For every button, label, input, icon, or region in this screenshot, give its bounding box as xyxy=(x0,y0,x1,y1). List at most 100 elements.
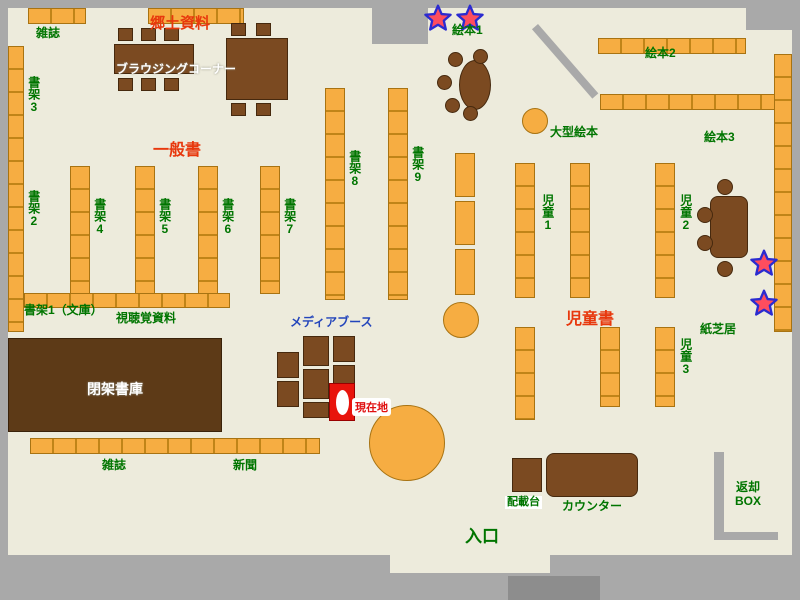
bookshelf-5 xyxy=(135,166,155,294)
label-local-materials: 郷土資料 xyxy=(150,15,211,32)
label-shelf4: 書架4 xyxy=(92,198,107,236)
label-browsing-corner: ブラウジングコーナー xyxy=(116,62,237,76)
shelf-children-lower-2 xyxy=(600,327,620,407)
media-booth xyxy=(303,402,329,418)
label-return-box-line2: BOX xyxy=(735,493,762,508)
label-ehon1: 絵本1 xyxy=(452,23,483,37)
bookshelf-7 xyxy=(260,166,280,294)
shelf-av-materials xyxy=(24,293,230,308)
star-icon xyxy=(456,4,484,31)
chair xyxy=(231,103,246,116)
label-kamishibai: 紙芝居 xyxy=(700,322,737,336)
children-table xyxy=(710,196,748,258)
shelf-jido1-right xyxy=(570,163,590,298)
label-entrance: 入口 xyxy=(465,527,499,546)
wall-shelf-left xyxy=(8,46,24,332)
label-shelf9: 書架9 xyxy=(410,146,425,184)
browsing-table-left xyxy=(114,44,194,74)
round-stand-large-ehon xyxy=(522,108,548,134)
shelf-magazine-newspaper xyxy=(30,438,320,454)
counter-desk xyxy=(546,453,638,497)
bookshelf-6 xyxy=(198,166,218,294)
label-counter: カウンター xyxy=(562,499,623,513)
label-children-books: 児童書 xyxy=(566,311,615,328)
wall-shelf-right xyxy=(774,54,792,332)
closed-stacks-label: 閉架書庫 xyxy=(87,381,143,397)
chair xyxy=(697,207,713,223)
chair xyxy=(118,78,133,91)
star-icon xyxy=(424,4,452,31)
shelf-center-seg2 xyxy=(455,201,475,245)
shelf-center-seg3 xyxy=(455,249,475,295)
label-return-box: 返却 BOX xyxy=(735,480,762,509)
chair xyxy=(118,28,133,41)
shelf-ehon2 xyxy=(598,38,746,54)
chair xyxy=(164,78,179,91)
closed-stacks-room: 閉架書庫 xyxy=(8,338,222,432)
label-shelf3: 書架3 xyxy=(26,76,41,114)
chair xyxy=(717,261,733,277)
bookshelf-9 xyxy=(388,88,408,300)
label-shelf6: 書架6 xyxy=(220,198,235,236)
shelf-center-seg1 xyxy=(455,153,475,197)
label-shelf7: 書架7 xyxy=(282,198,297,236)
label-general-books: 一般書 xyxy=(153,142,202,159)
label-jido2: 児童2 xyxy=(678,194,693,232)
label-shelf5: 書架5 xyxy=(157,198,172,236)
label-shelf2: 書架2 xyxy=(26,190,41,228)
media-booth xyxy=(333,336,355,362)
media-booth xyxy=(277,381,299,407)
wall-top-pillar xyxy=(372,0,428,44)
label-ehon2: 絵本2 xyxy=(645,46,676,60)
delivery-stand xyxy=(512,458,542,492)
current-location-marker xyxy=(336,390,349,415)
round-table-large xyxy=(369,405,445,481)
current-location-booth xyxy=(329,383,355,421)
round-stand-children xyxy=(443,302,479,338)
label-large-ehon: 大型絵本 xyxy=(550,125,599,139)
label-jido1: 児童1 xyxy=(540,194,555,232)
shelf-ehon3 xyxy=(600,94,792,110)
entrance-opening xyxy=(390,555,550,573)
label-jido3: 児童3 xyxy=(678,338,693,376)
star-icon xyxy=(750,249,778,276)
shelf-children-lower-1 xyxy=(515,327,535,420)
chair xyxy=(231,23,246,36)
chair xyxy=(445,98,460,113)
chair xyxy=(697,235,713,251)
chair xyxy=(164,28,179,41)
label-shelf1-bunko: 書架1（文庫） xyxy=(24,303,103,317)
label-media-booth: メディアブース xyxy=(290,315,373,329)
chair xyxy=(463,106,478,121)
chair xyxy=(141,78,156,91)
label-newspaper: 新聞 xyxy=(233,458,258,472)
star-icon xyxy=(750,289,778,316)
chair xyxy=(437,75,452,90)
label-delivery-stand: 配載台 xyxy=(505,496,542,509)
shelf-jido1-left xyxy=(515,163,535,298)
label-ehon3: 絵本3 xyxy=(704,130,735,144)
media-booth xyxy=(303,369,329,399)
chair xyxy=(141,28,156,41)
browsing-table-right xyxy=(226,38,288,100)
chair xyxy=(717,179,733,195)
shelf-jido3 xyxy=(655,327,675,407)
wall-return-alcove-horizontal xyxy=(714,532,778,540)
wall-top-right-corner xyxy=(746,0,792,30)
label-return-box-line1: 返却 xyxy=(736,480,761,494)
shelf-jido2 xyxy=(655,163,675,298)
chair xyxy=(473,49,488,64)
chair xyxy=(256,103,271,116)
shelf-magazine-top xyxy=(28,8,86,24)
media-booth xyxy=(277,352,299,378)
shelf-local-materials xyxy=(148,8,244,24)
label-magazine-top: 雑誌 xyxy=(36,26,61,40)
ehon1-table xyxy=(459,60,491,110)
bookshelf-8 xyxy=(325,88,345,300)
label-av-materials: 視聴覚資料 xyxy=(116,311,177,325)
media-booth xyxy=(303,336,329,366)
wall-outside-block xyxy=(508,576,600,600)
label-shelf8: 書架8 xyxy=(347,150,362,188)
wall-return-alcove-vertical xyxy=(714,452,724,540)
